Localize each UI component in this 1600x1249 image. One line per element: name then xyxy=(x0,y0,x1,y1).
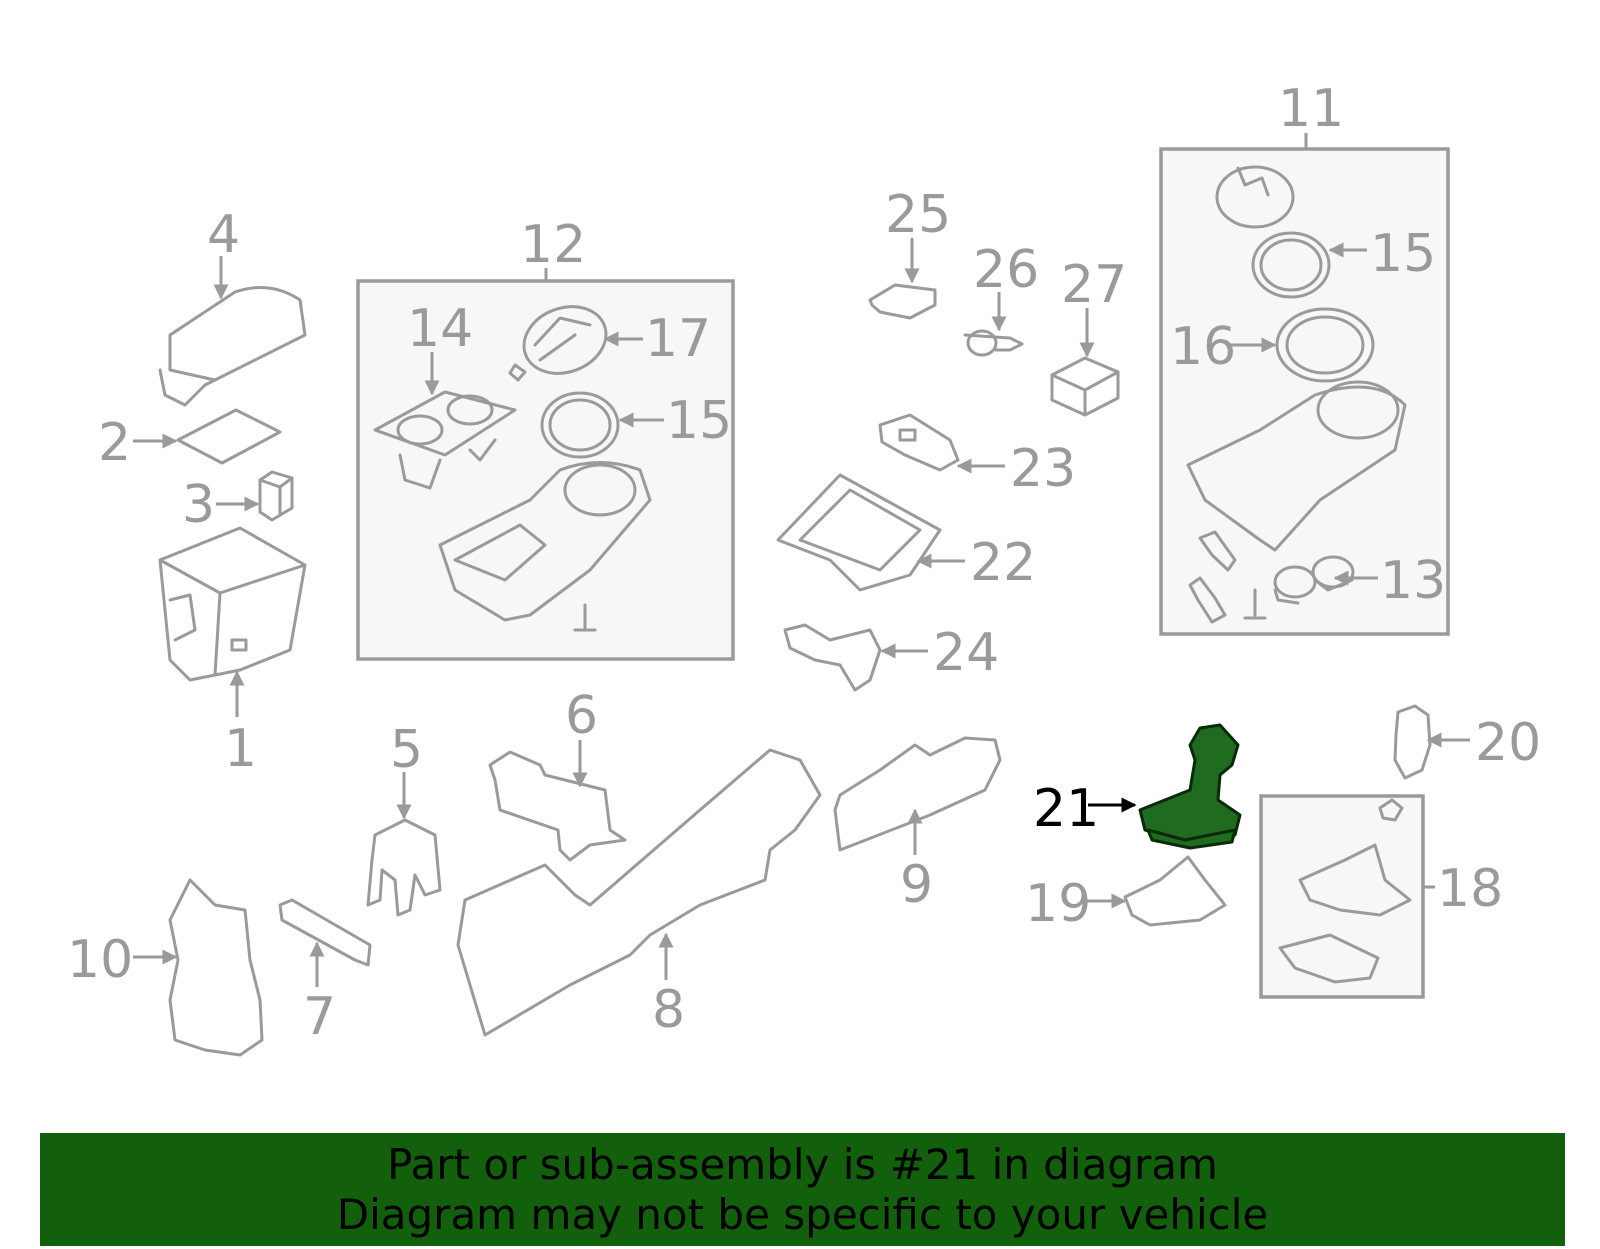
callout-10: 10 xyxy=(67,930,133,990)
callout-27: 27 xyxy=(1061,255,1127,315)
callout-26: 26 xyxy=(973,240,1039,300)
info-banner: Part or sub-assembly is #21 in diagram D… xyxy=(40,1133,1565,1246)
callout-25: 25 xyxy=(885,185,951,245)
part-4-armrest xyxy=(158,286,307,407)
part-15-ring-box11 xyxy=(1251,231,1331,299)
callout-9: 9 xyxy=(900,855,933,915)
callout-6: 6 xyxy=(565,686,598,746)
callout-21: 21 xyxy=(1033,779,1099,839)
part-11-trim xyxy=(1186,380,1407,552)
callout-24: 24 xyxy=(933,623,999,683)
part-20-knob xyxy=(1393,704,1432,780)
callout-19: 19 xyxy=(1025,874,1091,934)
part-12-trim xyxy=(438,461,652,632)
part-3-clip xyxy=(258,470,294,522)
part-17-cover xyxy=(508,305,608,382)
assembly-box-12 xyxy=(356,279,735,661)
callout-17: 17 xyxy=(645,309,711,369)
part-27-module xyxy=(1050,356,1120,417)
part-26-sensor xyxy=(963,329,1024,357)
callout-15-box11: 15 xyxy=(1370,224,1436,284)
callout-22: 22 xyxy=(970,533,1036,593)
part-5-bracket xyxy=(366,818,442,917)
part-2-pad xyxy=(176,408,282,465)
part-22-tray xyxy=(776,473,942,592)
part-11-cover-top xyxy=(1215,165,1295,229)
part-19-boot xyxy=(1123,855,1227,927)
callout-23: 23 xyxy=(1010,439,1076,499)
callout-20: 20 xyxy=(1475,713,1541,773)
callout-18: 18 xyxy=(1437,859,1503,919)
assembly-box-11 xyxy=(1159,147,1450,636)
part-16-ring xyxy=(1275,307,1375,383)
callout-5: 5 xyxy=(390,720,423,780)
part-8-console-side xyxy=(456,748,822,1037)
part-21-shift-boot xyxy=(1138,723,1242,850)
callout-11: 11 xyxy=(1278,79,1344,139)
part-25-bracket xyxy=(868,283,937,320)
callout-15-box12: 15 xyxy=(666,391,732,451)
part-1-console-box xyxy=(158,526,307,682)
callout-12: 12 xyxy=(520,215,586,275)
callout-1: 1 xyxy=(224,719,257,779)
callout-2: 2 xyxy=(98,413,131,473)
callout-13: 13 xyxy=(1380,551,1446,611)
part-23-switch xyxy=(878,413,960,472)
part-14-cupholder xyxy=(373,390,517,490)
callout-8: 8 xyxy=(652,980,685,1040)
callout-3: 3 xyxy=(182,475,215,535)
part-10-side-panel xyxy=(168,878,264,1057)
part-18-boot xyxy=(1278,798,1412,984)
part-6-bracket xyxy=(488,750,627,862)
part-13-cupholder xyxy=(1273,555,1355,605)
callout-14: 14 xyxy=(407,299,473,359)
callout-7: 7 xyxy=(303,987,336,1047)
assembly-box-18 xyxy=(1259,794,1425,999)
banner-line-1: Part or sub-assembly is #21 in diagram xyxy=(387,1139,1218,1189)
part-11-clips xyxy=(1188,530,1267,624)
callout-4: 4 xyxy=(207,205,240,265)
part-9-side-trim xyxy=(833,736,1002,852)
part-24-bracket xyxy=(783,623,882,692)
part-7-strip xyxy=(278,898,372,967)
banner-line-2: Diagram may not be specific to your vehi… xyxy=(336,1189,1269,1239)
callout-16: 16 xyxy=(1170,317,1236,377)
part-15-ring xyxy=(540,391,620,459)
